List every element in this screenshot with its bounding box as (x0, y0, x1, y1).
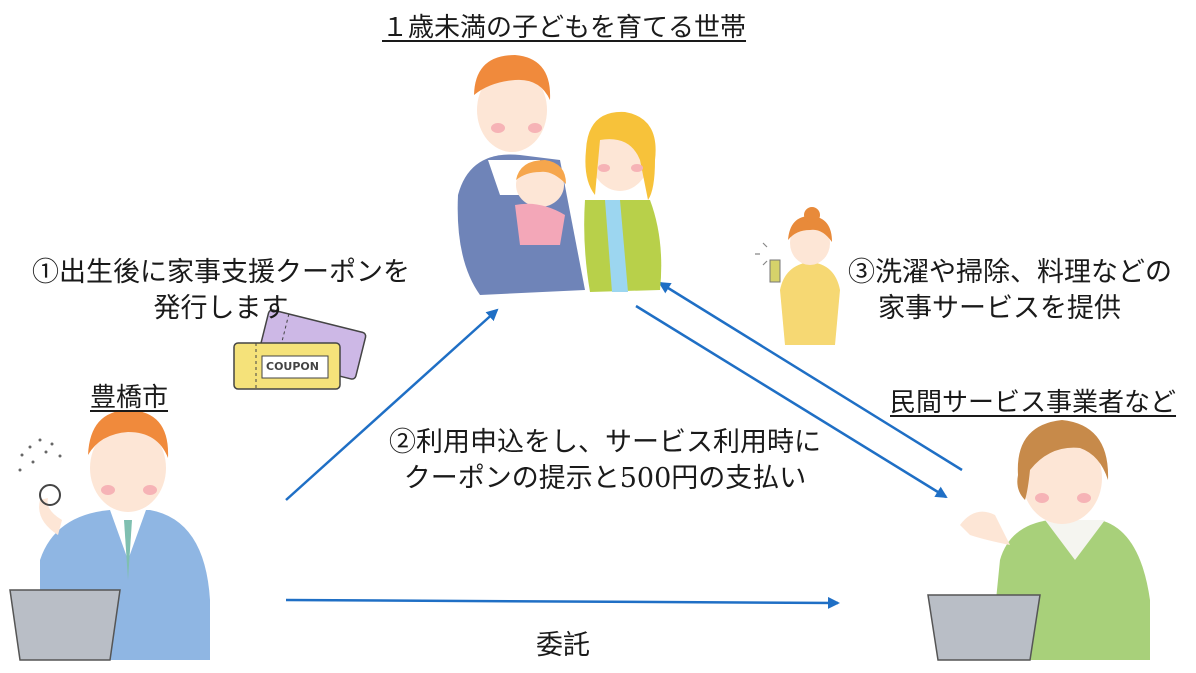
step3-line1: ③洗濯や掃除、料理などの (848, 257, 1172, 288)
commission-label: 委託 (536, 630, 590, 661)
step2-label: ②利用申込をし、サービス利用時に クーポンの提示と500円の支払い (380, 425, 830, 497)
step1-label: ①出生後に家事支援クーポンを 発行します (26, 255, 416, 327)
arrow-provider-to-household (658, 281, 963, 472)
step1-line2: 発行します (153, 293, 289, 324)
household-title: １歳未満の子どもを育てる世帯 (382, 13, 747, 43)
city-official-illustration (9, 410, 210, 661)
city-name: 豊橋市 (90, 383, 169, 413)
step3-line2: 家事サービスを提供 (878, 293, 1121, 324)
coupon-label: COUPON (266, 360, 319, 373)
provider-name: 民間サービス事業者など (890, 388, 1177, 418)
family-illustration (457, 55, 662, 295)
step2-line2: クーポンの提示と500円の支払い (403, 463, 807, 494)
coupon-illustration (233, 309, 367, 390)
step1-line1: ①出生後に家事支援クーポンを (32, 257, 410, 288)
arrow-city-to-provider (285, 596, 840, 609)
housekeeper-illustration (755, 207, 840, 345)
step3-label: ③洗濯や掃除、料理などの 家事サービスを提供 (848, 255, 1172, 327)
step2-line1: ②利用申込をし、サービス利用時に (389, 427, 821, 458)
arrow-household-to-provider (635, 304, 948, 499)
provider-illustration (927, 420, 1150, 661)
arrow-city-to-household (285, 308, 499, 501)
